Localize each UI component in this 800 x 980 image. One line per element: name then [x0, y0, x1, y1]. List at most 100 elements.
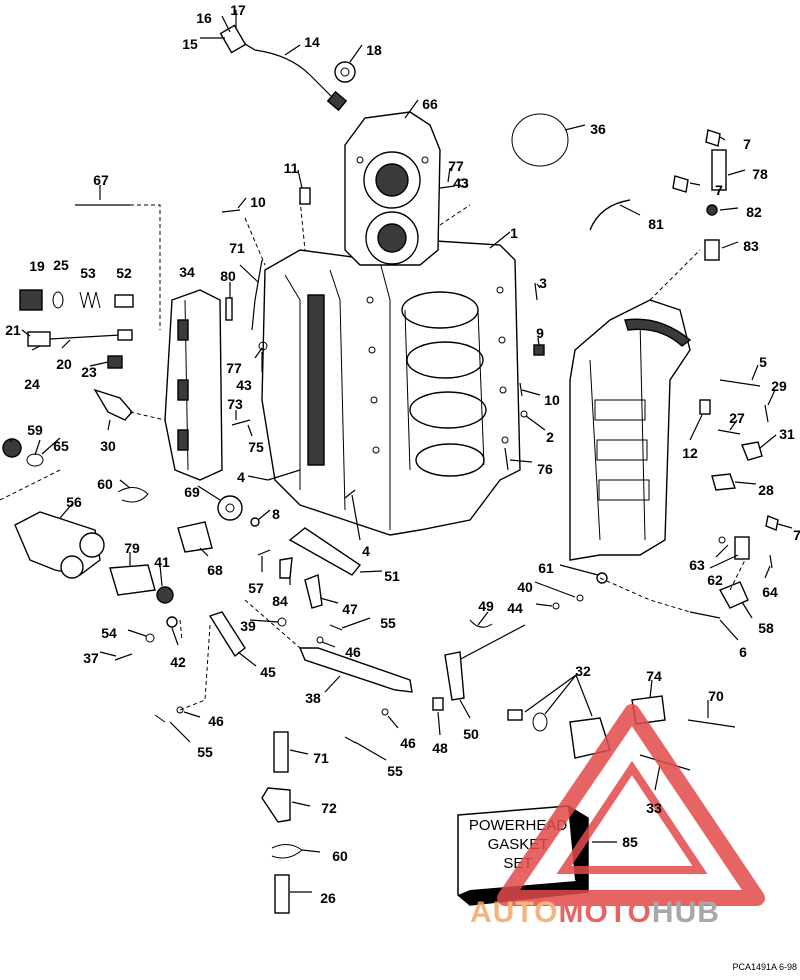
callout-62: 62: [707, 572, 723, 588]
callout-12: 12: [682, 445, 698, 461]
callout-58: 58: [758, 620, 774, 636]
callout-41: 41: [154, 554, 170, 570]
callout-55: 55: [380, 615, 396, 631]
callout-14: 14: [304, 34, 320, 50]
callout-60: 60: [97, 476, 113, 492]
callout-47: 47: [342, 601, 358, 617]
callout-55: 55: [387, 763, 403, 779]
callout-85: 85: [622, 834, 638, 850]
callout-71: 71: [229, 240, 245, 256]
callout-56: 56: [66, 494, 82, 510]
callout-59: 59: [27, 422, 43, 438]
callout-4: 4: [237, 469, 245, 485]
crankcase-cover: [569, 299, 692, 561]
callout-71: 71: [313, 750, 329, 766]
cylinder-block: [261, 239, 521, 536]
callout-67: 67: [93, 172, 109, 188]
callout-79: 79: [124, 540, 140, 556]
callout-45: 45: [260, 664, 276, 680]
callout-10: 10: [544, 392, 560, 408]
callout-43: 43: [236, 377, 252, 393]
callout-3: 3: [539, 275, 547, 291]
callout-77: 77: [226, 360, 242, 376]
callout-78: 78: [752, 166, 768, 182]
callout-23: 23: [81, 364, 97, 380]
callout-64: 64: [762, 584, 778, 600]
callout-65: 65: [53, 438, 69, 454]
callout-44: 44: [507, 600, 523, 616]
callout-70: 70: [708, 688, 724, 704]
callout-7: 7: [793, 527, 800, 543]
callout-55: 55: [197, 744, 213, 760]
callout-29: 29: [771, 378, 787, 394]
callout-77: 77: [448, 158, 464, 174]
callout-49: 49: [478, 598, 494, 614]
callout-46: 46: [208, 713, 224, 729]
callout-18: 18: [366, 42, 382, 58]
callout-57: 57: [248, 580, 264, 596]
callout-53: 53: [80, 265, 96, 281]
callout-34: 34: [179, 264, 195, 280]
callout-27: 27: [729, 410, 745, 426]
callout-36: 36: [590, 121, 606, 137]
callout-43: 43: [453, 175, 469, 191]
callout-69: 69: [184, 484, 200, 500]
callout-52: 52: [116, 265, 132, 281]
callout-2: 2: [546, 429, 554, 445]
callout-30: 30: [100, 438, 116, 454]
callout-4: 4: [362, 543, 370, 559]
callout-10: 10: [250, 194, 266, 210]
leader-lines: [9, 10, 793, 893]
callout-16: 16: [196, 10, 212, 26]
callout-80: 80: [220, 268, 236, 284]
callout-11: 11: [284, 160, 299, 176]
callout-84: 84: [272, 593, 288, 609]
callout-73: 73: [227, 396, 243, 412]
watermark-part1: AUTO: [470, 896, 558, 929]
callout-9: 9: [536, 325, 544, 341]
callout-76: 76: [537, 461, 553, 477]
callout-37: 37: [83, 650, 99, 666]
callout-6: 6: [739, 644, 747, 660]
callout-60: 60: [332, 848, 348, 864]
watermark-part2: MOTO: [558, 896, 651, 929]
figure-code: PCA1491A 6-98: [732, 962, 797, 972]
callout-68: 68: [207, 562, 223, 578]
callout-5: 5: [759, 354, 767, 370]
callout-51: 51: [384, 568, 400, 584]
callout-1: 1: [510, 225, 518, 241]
callout-19: 19: [29, 258, 45, 274]
callout-66: 66: [422, 96, 438, 112]
callout-8: 8: [272, 506, 280, 522]
callout-40: 40: [517, 579, 533, 595]
callout-21: 21: [5, 322, 21, 338]
callout-33: 33: [646, 800, 662, 816]
reference-lines: [0, 199, 746, 711]
callout-46: 46: [345, 644, 361, 660]
callout-32: 32: [575, 663, 591, 679]
callout-7: 7: [715, 182, 723, 198]
exhaust-cover-gasket: [344, 111, 441, 266]
callout-50: 50: [463, 726, 479, 742]
callout-48: 48: [432, 740, 448, 756]
callout-61: 61: [538, 560, 554, 576]
callout-46: 46: [400, 735, 416, 751]
callout-72: 72: [321, 800, 337, 816]
callout-54: 54: [101, 625, 117, 641]
callout-15: 15: [182, 36, 198, 52]
callout-7: 7: [743, 136, 751, 152]
callout-17: 17: [230, 2, 246, 18]
callout-82: 82: [746, 204, 762, 220]
side-cover: [164, 289, 223, 481]
callout-28: 28: [758, 482, 774, 498]
callout-25: 25: [53, 257, 69, 273]
callout-83: 83: [743, 238, 759, 254]
callout-42: 42: [170, 654, 186, 670]
svg-text:AUTOMOTOHUB: AUTOMOTOHUB: [470, 896, 720, 929]
callout-39: 39: [240, 618, 256, 634]
watermark-part3: HUB: [652, 896, 720, 929]
callout-31: 31: [779, 426, 795, 442]
callout-81: 81: [648, 216, 664, 232]
